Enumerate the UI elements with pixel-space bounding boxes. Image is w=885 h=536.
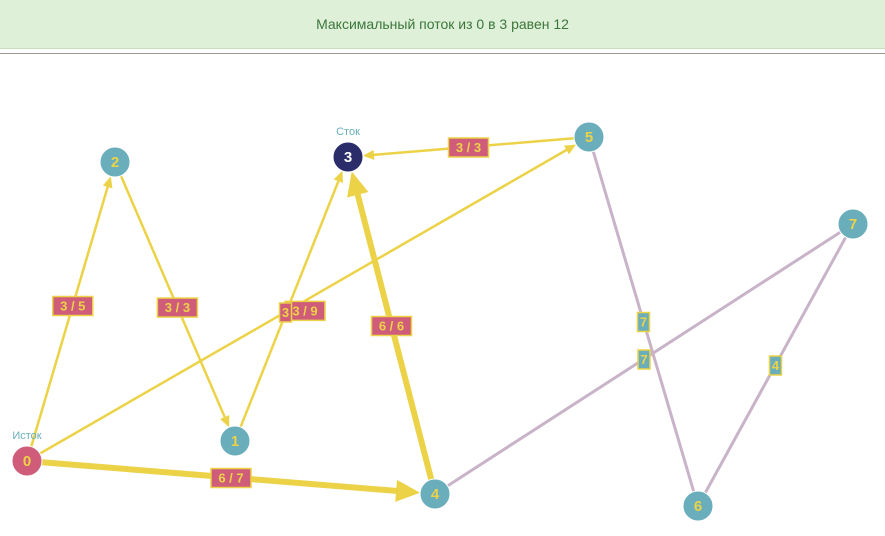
edge-label-2-1: 3 / 3 <box>156 297 199 318</box>
edge-4-3 <box>347 171 435 483</box>
source-caption: Исток <box>12 430 41 442</box>
node-circle <box>99 146 131 178</box>
node-7: 7 <box>837 208 869 240</box>
divider <box>0 53 885 54</box>
edge-0-2 <box>29 176 113 448</box>
node-label: 7 <box>849 216 857 233</box>
edge-label-text: 3 <box>282 305 289 320</box>
edge-line <box>354 191 435 483</box>
edge-label-4-3: 6 / 6 <box>370 315 413 337</box>
edge-label-text: 3 / 3 <box>165 300 190 315</box>
arrowhead-icon <box>220 415 230 428</box>
edge-label-box <box>370 315 413 337</box>
edge-label-box <box>210 467 252 489</box>
max-flow-banner: Максимальный поток из 0 в 3 равен 12 <box>0 0 885 49</box>
node-label: 1 <box>231 433 239 450</box>
edge-label-box <box>156 297 199 318</box>
arrowhead-icon <box>563 144 577 155</box>
arrowhead-icon <box>102 176 113 189</box>
edge-label-box <box>52 295 94 317</box>
edge-label-text: 6 / 6 <box>379 319 404 334</box>
arrowhead-icon <box>395 479 421 502</box>
edge-label-5-3: 3 / 3 <box>447 137 490 158</box>
edge-label-box <box>278 302 293 323</box>
arrowhead-icon <box>333 170 344 184</box>
node-circle <box>219 425 251 457</box>
node-label: 5 <box>585 129 593 146</box>
edge-label-0-4: 6 / 7 <box>210 467 252 489</box>
node-label: 6 <box>694 498 702 515</box>
edge-label-text: 6 / 7 <box>218 471 243 486</box>
edge-label-box <box>447 137 490 158</box>
edge-line <box>29 185 109 448</box>
node-1: 1 <box>219 425 251 457</box>
edge-label-0-2: 3 / 5 <box>52 295 94 317</box>
edge-label-text: 3 / 5 <box>60 299 85 314</box>
node-label: 2 <box>111 154 119 171</box>
banner-text: Максимальный поток из 0 в 3 равен 12 <box>316 16 569 32</box>
edge-label-box <box>637 349 651 370</box>
node-circle <box>332 141 364 173</box>
edge-label-4-7: 7 <box>637 349 651 370</box>
edge-0-5 <box>38 144 577 455</box>
node-0: 0 <box>11 445 43 477</box>
node-label: 0 <box>23 453 31 470</box>
node-circle <box>573 121 605 153</box>
node-2: 2 <box>99 146 131 178</box>
node-3: 3 <box>332 141 364 173</box>
node-5: 5 <box>573 121 605 153</box>
edge-label-box <box>636 311 651 333</box>
edge-label-text: 4 <box>772 358 780 373</box>
node-label: 3 <box>344 149 352 166</box>
edge-label-text: 3 / 3 <box>456 140 481 155</box>
edge-label-5-6: 7 <box>636 311 651 333</box>
edge-label-0-5: 3 <box>278 302 293 323</box>
edge-label-text: 3 / 9 <box>292 303 317 318</box>
edges-layer <box>29 136 848 502</box>
edge-line <box>119 174 226 419</box>
node-4: 4 <box>419 478 451 510</box>
nodes-layer: 0 1 2 3 4 5 6 7 <box>11 121 869 522</box>
edge-label-7-6: 4 <box>768 355 783 376</box>
node-label: 4 <box>431 486 440 503</box>
edge-label-text: 7 <box>640 315 647 330</box>
edge-label-box <box>768 355 783 376</box>
node-circle <box>11 445 43 477</box>
arrowhead-icon <box>347 171 369 198</box>
node-circle <box>837 208 869 240</box>
sink-caption: Сток <box>336 126 360 138</box>
node-circle <box>682 490 714 522</box>
node-6: 6 <box>682 490 714 522</box>
edge-2-1 <box>119 174 230 428</box>
edge-label-text: 7 <box>640 352 647 367</box>
arrowhead-icon <box>362 149 375 160</box>
node-circle <box>419 478 451 510</box>
edge-1-3 <box>239 170 344 429</box>
